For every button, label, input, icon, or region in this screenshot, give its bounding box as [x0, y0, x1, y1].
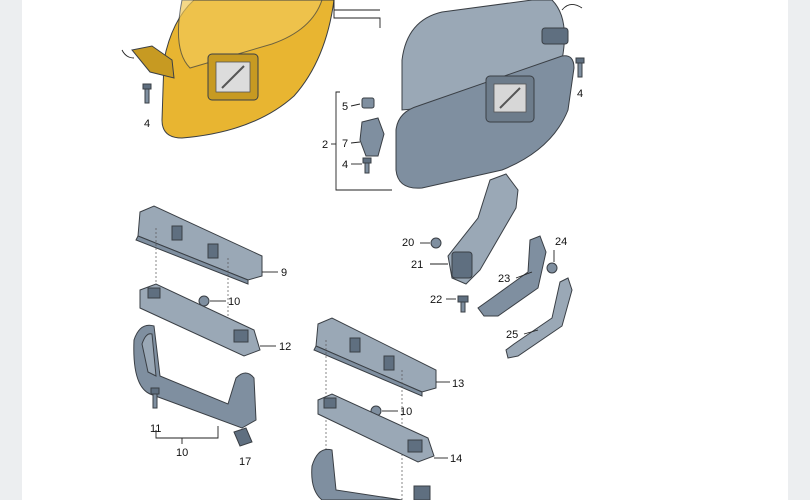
holder-part-7	[359, 117, 385, 157]
mounting-bracket-part-13	[313, 317, 437, 397]
parts-diagram-sheet: 4 2 5 7 4 4 9	[22, 0, 788, 500]
screw-part-4-left	[142, 83, 152, 104]
nut-part-20	[430, 237, 442, 249]
callout-22: 22	[430, 294, 442, 306]
callout-9: 9	[281, 267, 287, 279]
callout-2: 2	[322, 139, 328, 151]
cap-part-17	[233, 427, 253, 447]
callout-4-left: 4	[144, 118, 150, 130]
callout-5: 5	[342, 101, 348, 113]
mounting-bracket-part-9	[135, 205, 263, 285]
clip-part-5	[361, 97, 375, 109]
callout-25: 25	[506, 329, 518, 341]
grab-handle-lower	[311, 448, 431, 500]
callout-21: 21	[411, 259, 423, 271]
callout-23: 23	[498, 273, 510, 285]
callout-14-right: 14	[450, 453, 462, 465]
callout-12: 11	[150, 423, 161, 435]
callout-7: 7	[342, 138, 348, 150]
visor-bracket-lines	[333, 0, 381, 28]
callout-11: 10	[176, 447, 188, 459]
handle-cover-part-14-right	[317, 393, 435, 463]
callout-17: 17	[239, 456, 251, 468]
screw-part-4-middle	[362, 157, 372, 174]
screw-part-4-right	[575, 57, 585, 78]
screw-part-22	[457, 295, 469, 313]
callout-4-middle: 4	[342, 159, 348, 171]
exploded-parts-diagram: 4 2 5 7 4 4 9	[121, 0, 585, 500]
clip-part-24	[546, 262, 558, 274]
callout-10-left: 10	[228, 296, 240, 308]
handle-cover-part-14-left	[139, 283, 261, 357]
callout-4-right: 4	[577, 88, 583, 100]
sun-visor-grey	[395, 0, 583, 189]
callout-20: 20	[402, 237, 414, 249]
sun-visor-yellow	[121, 0, 335, 139]
hinge-part-21	[447, 173, 519, 285]
grab-handle-part-11	[133, 324, 257, 429]
callout-24: 24	[555, 236, 567, 248]
handle-part-23	[477, 235, 547, 317]
bracket-11	[155, 426, 219, 444]
callout-10-right: 10	[400, 406, 412, 418]
screw-part-12	[150, 387, 160, 409]
bracket-2	[335, 91, 340, 191]
callout-13: 13	[452, 378, 464, 390]
callout-14-left: 12	[279, 341, 291, 353]
